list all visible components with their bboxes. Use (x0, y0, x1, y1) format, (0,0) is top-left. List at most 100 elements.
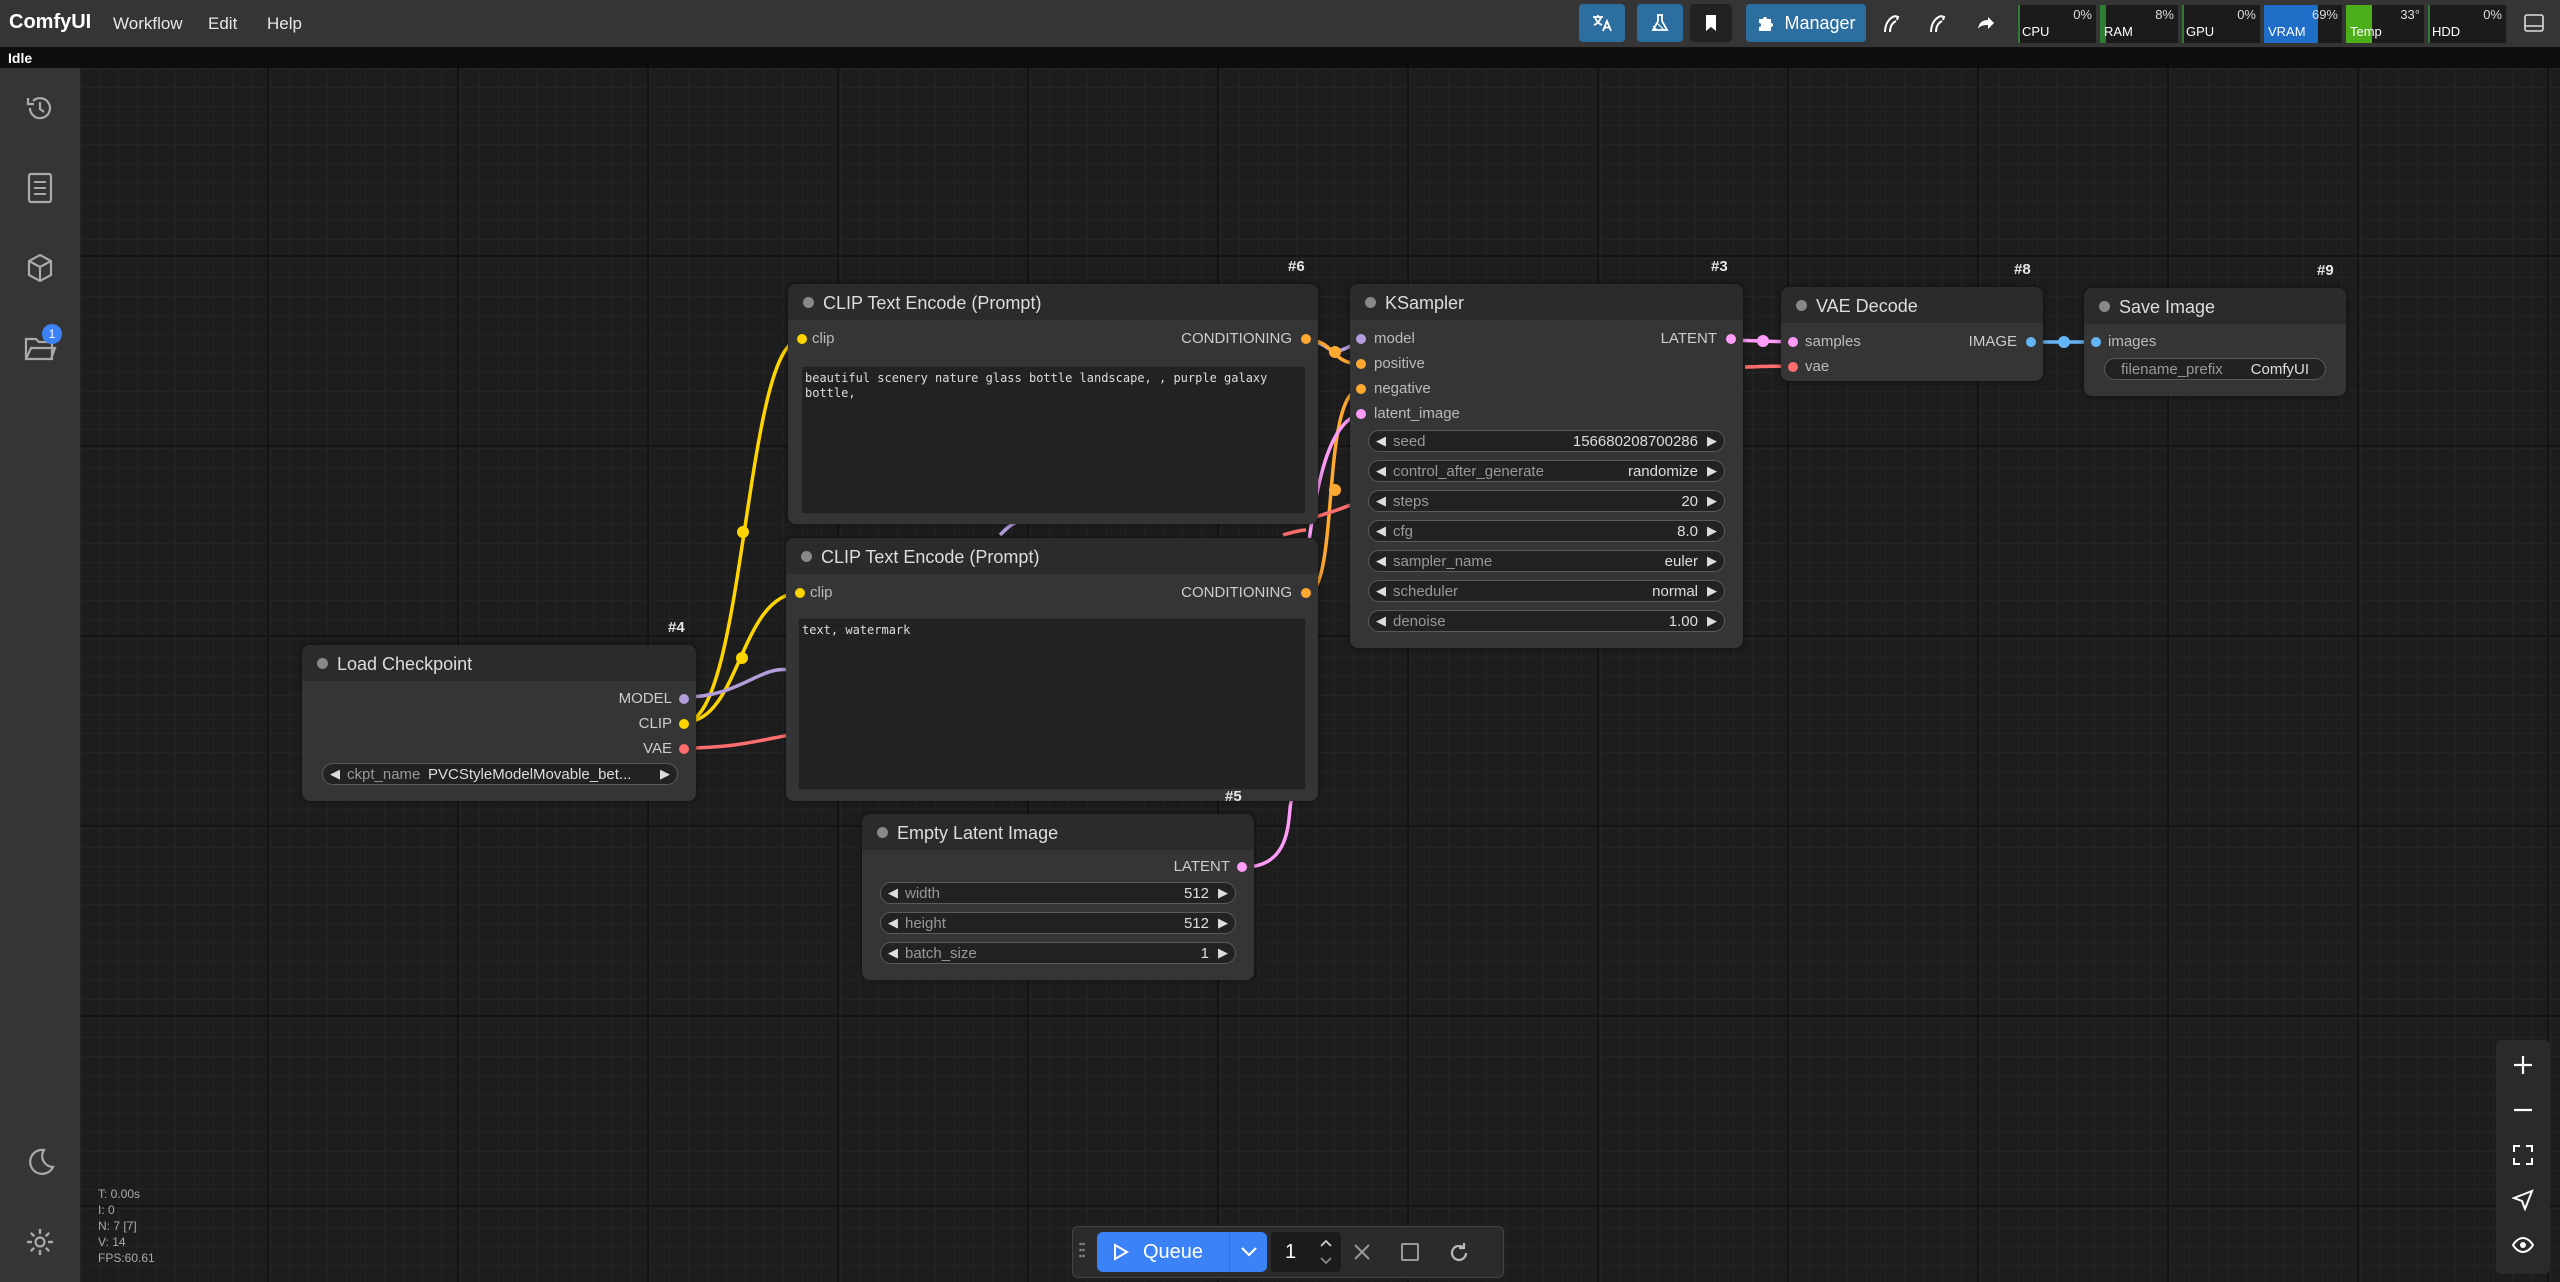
queue-options-button[interactable] (1229, 1232, 1268, 1272)
node-vae-decode[interactable]: VAE Decode samples vae IMAGE (1781, 287, 2043, 381)
latent-output-slot[interactable] (1726, 334, 1736, 344)
control-after-generate-widget[interactable]: ◀ control_after_generate randomize ▶ (1368, 460, 1725, 482)
sampler-name-widget[interactable]: ◀ sampler_name euler ▶ (1368, 550, 1725, 572)
collapse-dot[interactable] (2099, 301, 2110, 312)
node-title-bar[interactable]: Empty Latent Image (862, 814, 1254, 850)
positive-input-slot[interactable] (1356, 359, 1366, 369)
increment-arrow-icon[interactable]: ▶ (1707, 463, 1717, 478)
decrement-arrow-icon[interactable]: ◀ (1376, 553, 1386, 568)
clip-output-slot[interactable] (679, 719, 689, 729)
increment-arrow-icon[interactable]: ▶ (1218, 915, 1228, 930)
width-widget[interactable]: ◀ width 512 ▶ (880, 882, 1236, 904)
conditioning-output-slot[interactable] (1301, 588, 1311, 598)
latent-output-slot[interactable] (1237, 862, 1247, 872)
seed-widget[interactable]: ◀ seed 156680208700286 ▶ (1368, 430, 1725, 452)
zoom-in-button[interactable] (2504, 1046, 2542, 1084)
node-title-bar[interactable]: Load Checkpoint (302, 645, 696, 681)
share-button[interactable] (1965, 4, 2007, 42)
node-title-bar[interactable]: Save Image (2084, 288, 2346, 324)
bookmark-button[interactable] (1690, 4, 1732, 42)
decrement-arrow-icon[interactable]: ◀ (1376, 613, 1386, 628)
denoise-widget[interactable]: ◀ denoise 1.00 ▶ (1368, 610, 1725, 632)
image-output-slot[interactable] (2026, 337, 2036, 347)
sidebar-item-queue[interactable] (18, 166, 62, 210)
prompt-text-area[interactable]: beautiful scenery nature glass bottle la… (801, 366, 1306, 514)
menu-workflow[interactable]: Workflow (113, 14, 183, 33)
latent-image-input-slot[interactable] (1356, 409, 1366, 419)
increment-arrow-icon[interactable]: ▶ (1218, 885, 1228, 900)
increment-arrow-icon[interactable]: ▶ (1707, 493, 1717, 508)
sidebar-item-workflows[interactable]: 1 (18, 324, 62, 370)
sidebar-item-theme[interactable] (18, 1140, 62, 1184)
decrement-arrow-icon[interactable]: ◀ (330, 766, 340, 781)
node-clip-text-encode-positive[interactable]: CLIP Text Encode (Prompt) clip CONDITION… (788, 284, 1318, 524)
decrement-arrow-icon[interactable]: ◀ (888, 885, 898, 900)
decrement-arrow-icon[interactable]: ◀ (1376, 583, 1386, 598)
toggle-links-button[interactable] (2504, 1226, 2542, 1264)
model-output-slot[interactable] (679, 694, 689, 704)
scheduler-widget[interactable]: ◀ scheduler normal ▶ (1368, 580, 1725, 602)
vae-output-slot[interactable] (679, 744, 689, 754)
translate-button[interactable] (1579, 4, 1625, 42)
node-save-image[interactable]: Save Image images filename_prefix ComfyU… (2084, 288, 2346, 396)
steps-widget[interactable]: ◀ steps 20 ▶ (1368, 490, 1725, 512)
cfg-widget[interactable]: ◀ cfg 8.0 ▶ (1368, 520, 1725, 542)
queue-button[interactable]: Queue (1097, 1232, 1267, 1272)
node-load-checkpoint[interactable]: Load Checkpoint MODEL CLIP VAE ◀ ckpt_na… (302, 645, 696, 801)
decrement-arrow-icon[interactable]: ◀ (1376, 523, 1386, 538)
collapse-dot[interactable] (1796, 300, 1807, 311)
increment-arrow-icon[interactable]: ▶ (1707, 433, 1717, 448)
negative-input-slot[interactable] (1356, 384, 1366, 394)
lab-button[interactable] (1637, 4, 1683, 42)
clear-queue-button[interactable] (1351, 1241, 1373, 1263)
panel-toggle-button[interactable] (2514, 4, 2554, 42)
node-ksampler[interactable]: KSampler model positive negative latent_… (1350, 284, 1743, 648)
increment-arrow-icon[interactable]: ▶ (1707, 583, 1717, 598)
share-workflow-button-2[interactable] (1916, 4, 1958, 42)
select-mode-button[interactable] (2504, 1181, 2542, 1219)
batch-count-input[interactable]: 1 (1271, 1232, 1341, 1272)
filename-prefix-widget[interactable]: filename_prefix ComfyUI (2104, 358, 2326, 380)
node-title-bar[interactable]: CLIP Text Encode (Prompt) (788, 284, 1318, 320)
decrement-arrow-icon[interactable]: ◀ (888, 945, 898, 960)
samples-input-slot[interactable] (1788, 337, 1798, 347)
clip-input-slot[interactable] (795, 588, 805, 598)
decrement-arrow-icon[interactable]: ◀ (1376, 493, 1386, 508)
node-title-bar[interactable]: VAE Decode (1781, 287, 2043, 323)
collapse-dot[interactable] (803, 297, 814, 308)
batch-size-widget[interactable]: ◀ batch_size 1 ▶ (880, 942, 1236, 964)
decrement-arrow-icon[interactable]: ◀ (888, 915, 898, 930)
increment-arrow-icon[interactable]: ▶ (660, 766, 670, 781)
vae-input-slot[interactable] (1788, 362, 1798, 372)
fit-view-button[interactable] (2504, 1136, 2542, 1174)
menu-edit[interactable]: Edit (208, 14, 238, 33)
sidebar-item-models[interactable] (18, 246, 62, 290)
increment-arrow-icon[interactable]: ▶ (1707, 553, 1717, 568)
clip-input-slot[interactable] (797, 334, 807, 344)
decrement-arrow-icon[interactable]: ◀ (1376, 463, 1386, 478)
node-clip-text-encode-negative[interactable]: CLIP Text Encode (Prompt) clip CONDITION… (786, 538, 1318, 801)
images-input-slot[interactable] (2091, 337, 2101, 347)
collapse-dot[interactable] (317, 658, 328, 669)
sidebar-item-history[interactable] (18, 86, 62, 130)
increment-arrow-icon[interactable]: ▶ (1707, 613, 1717, 628)
increment-arrow-icon[interactable]: ▶ (1707, 523, 1717, 538)
menu-help[interactable]: Help (267, 14, 302, 33)
manager-button[interactable]: Manager (1746, 4, 1866, 42)
stop-button[interactable] (1399, 1241, 1421, 1263)
collapse-dot[interactable] (801, 551, 812, 562)
model-input-slot[interactable] (1356, 334, 1366, 344)
increment-arrow-icon[interactable]: ▶ (1218, 945, 1228, 960)
collapse-dot[interactable] (877, 827, 888, 838)
share-workflow-button-1[interactable] (1870, 4, 1912, 42)
prompt-text-area[interactable]: text, watermark (798, 618, 1306, 790)
node-title-bar[interactable]: KSampler (1350, 284, 1743, 320)
sidebar-item-settings[interactable] (18, 1220, 62, 1264)
decrement-arrow-icon[interactable]: ◀ (1376, 433, 1386, 448)
decrement-chevron-icon[interactable] (1319, 1256, 1333, 1266)
increment-chevron-icon[interactable] (1319, 1238, 1333, 1248)
height-widget[interactable]: ◀ height 512 ▶ (880, 912, 1236, 934)
node-title-bar[interactable]: CLIP Text Encode (Prompt) (786, 538, 1318, 574)
refresh-button[interactable] (1447, 1241, 1471, 1265)
zoom-out-button[interactable] (2504, 1091, 2542, 1129)
